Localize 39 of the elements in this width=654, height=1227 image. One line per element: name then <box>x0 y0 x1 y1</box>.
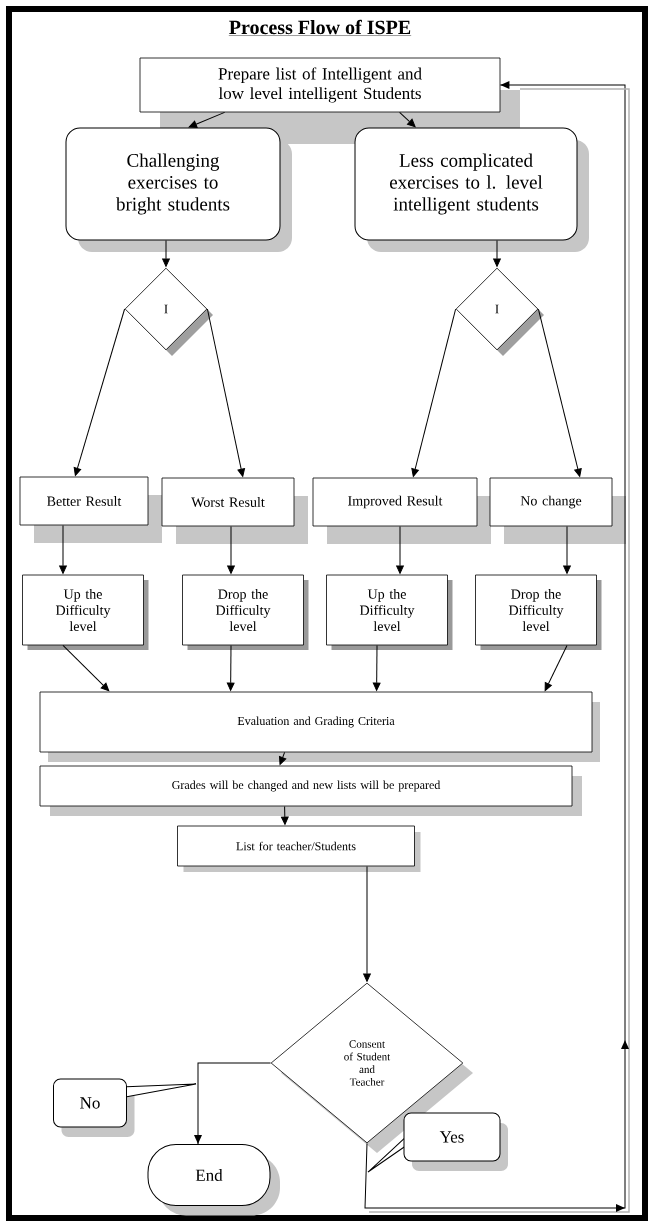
arrow <box>396 525 404 574</box>
arrow <box>206 308 246 477</box>
process-box: Drop the Difficulty level <box>182 574 309 650</box>
process-box: Improved Result <box>312 477 491 544</box>
arrow <box>493 240 501 267</box>
arrow <box>194 1062 272 1145</box>
arrow <box>73 308 126 476</box>
process-box: Evaluation and Grading Criteria <box>39 691 600 762</box>
terminal-box: End <box>147 1144 280 1216</box>
arrow <box>226 644 235 691</box>
arrow <box>544 644 568 691</box>
process-box: Better Result <box>19 476 162 543</box>
process-box: Worst Result <box>161 477 308 544</box>
arrow <box>372 644 381 691</box>
arrow <box>279 751 287 765</box>
arrow <box>399 111 416 128</box>
arrow <box>59 524 67 574</box>
arrow <box>411 308 457 477</box>
callout: Yes <box>367 1112 508 1173</box>
process-box: Grades will be changed and new lists will be prepared <box>39 765 582 816</box>
node-label: Prepare list of Intelligent and <box>218 67 422 84</box>
process-box: No change <box>489 477 626 544</box>
arrow <box>537 308 582 477</box>
arrow <box>227 525 235 574</box>
process-box: Up the Difficulty level <box>22 574 149 650</box>
arrow <box>62 644 110 692</box>
arrow <box>162 240 170 267</box>
process-box: List for teacher/Students <box>177 825 421 872</box>
arrow <box>363 865 371 982</box>
rounded-box: Less complicated exercises to l. level intelligent students <box>354 127 589 252</box>
arrow <box>280 805 289 825</box>
arrow <box>364 81 630 1213</box>
process-box: Drop the Difficulty level <box>475 574 602 650</box>
process-box: Up the Difficulty level <box>326 574 453 650</box>
arrow <box>563 525 571 574</box>
callout: No <box>53 1078 197 1137</box>
title: Process Flow of ISPE <box>228 19 412 36</box>
rounded-box: Challenging exercises to bright students <box>65 127 292 252</box>
arrow <box>188 111 226 128</box>
